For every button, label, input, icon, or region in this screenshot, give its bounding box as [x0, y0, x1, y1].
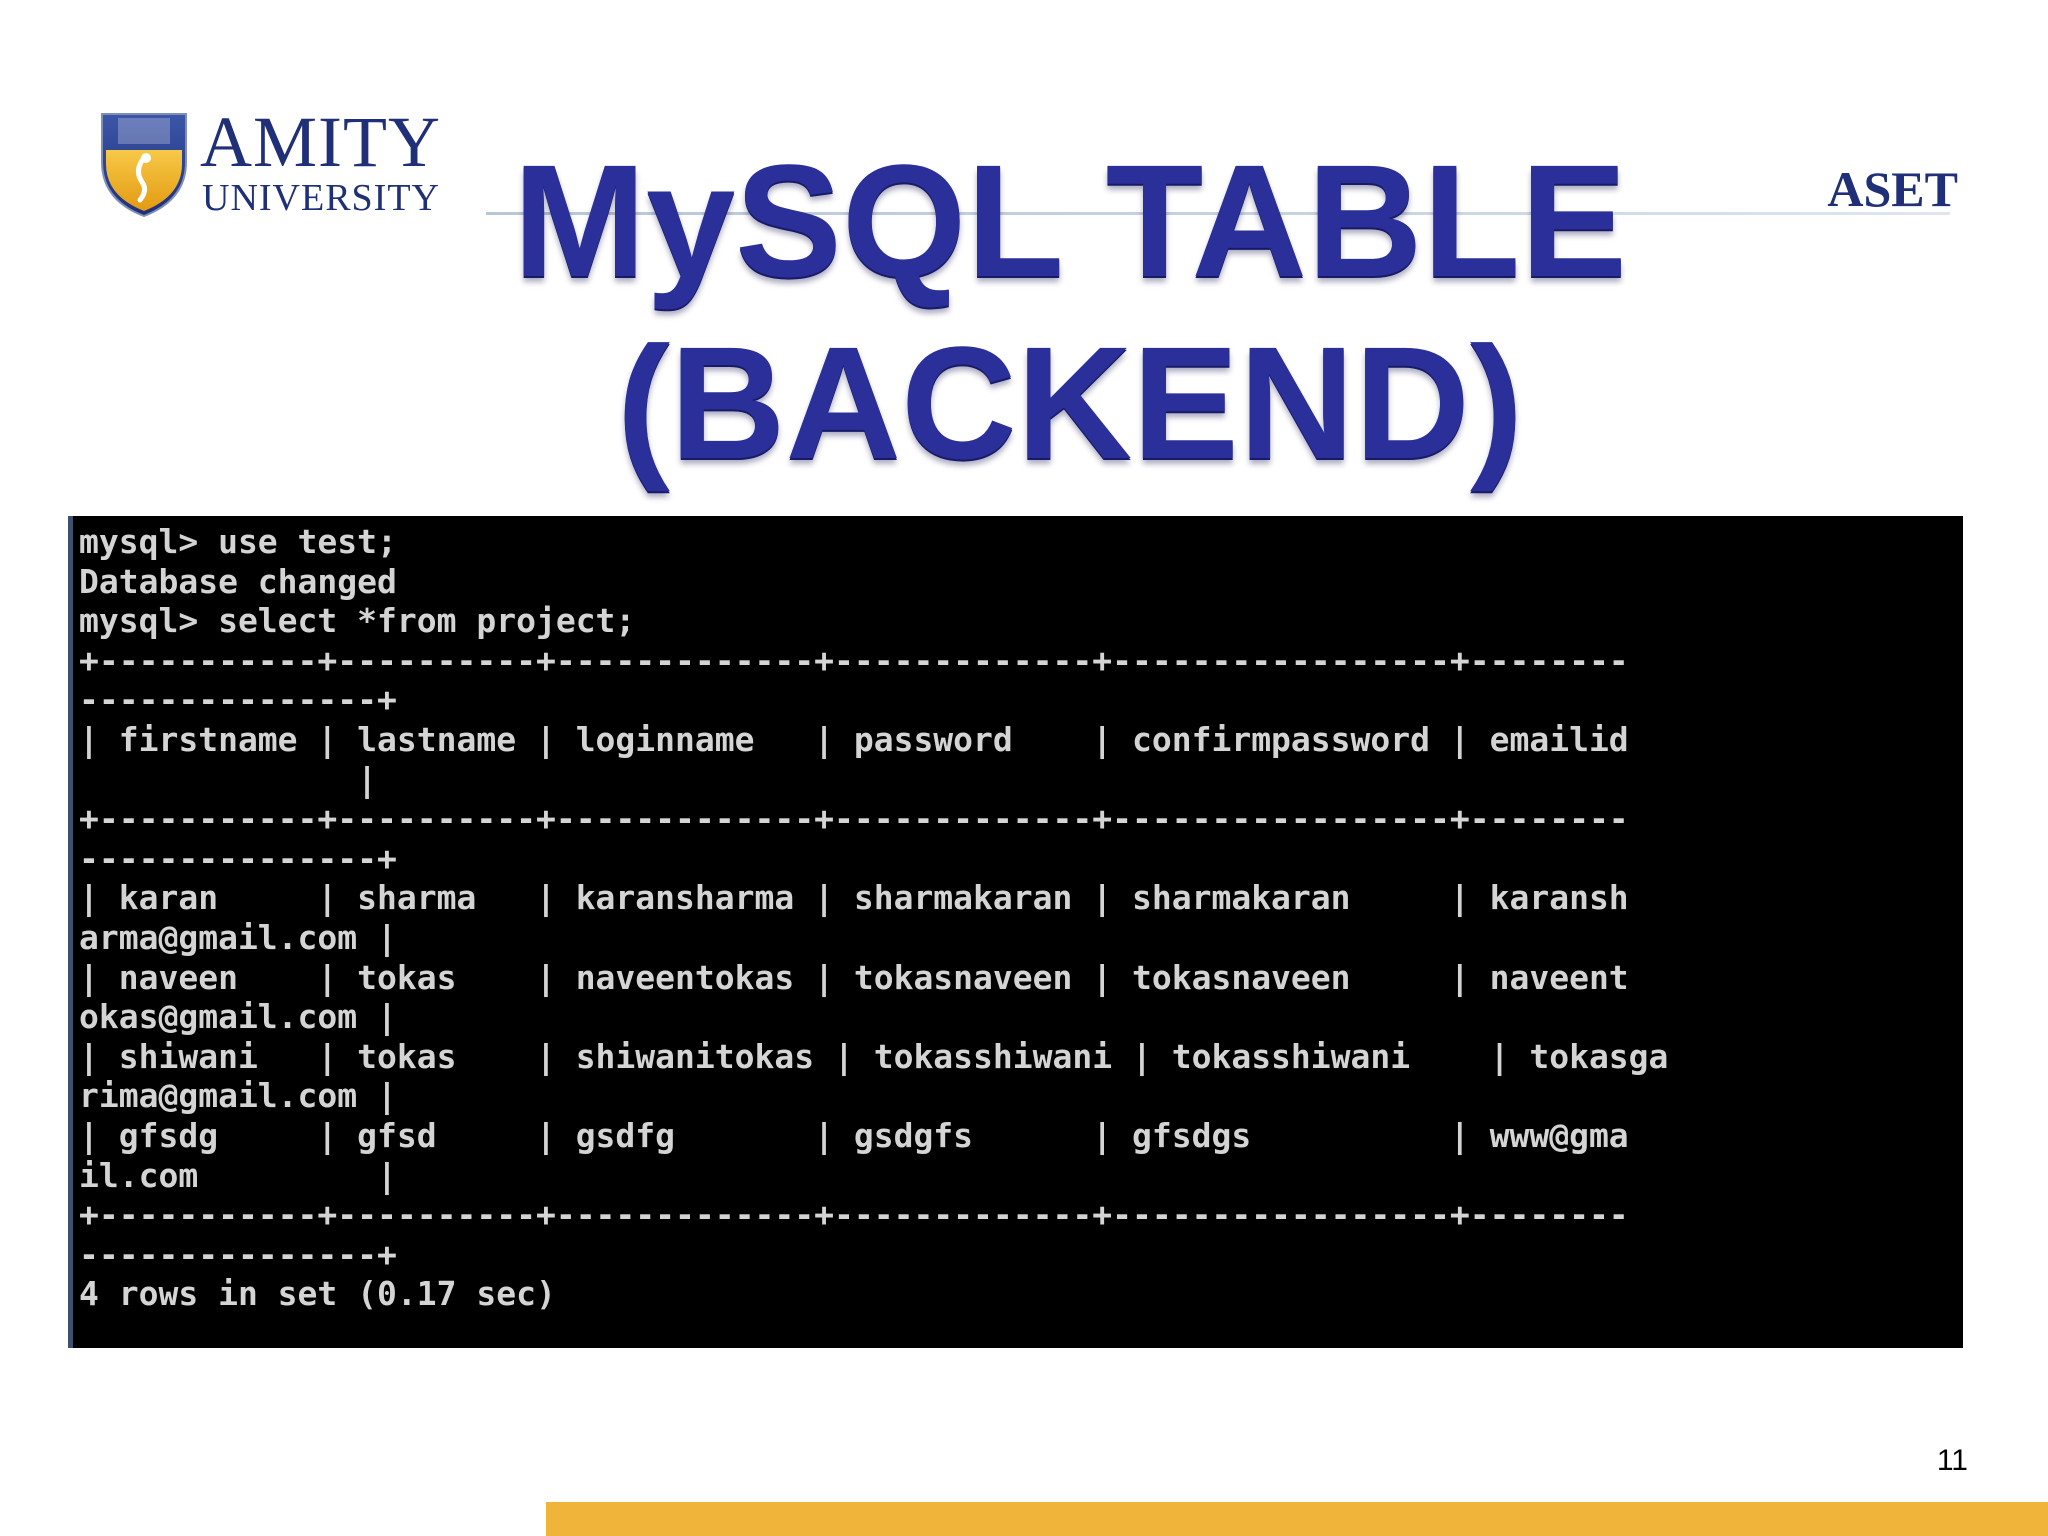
console-line: ---------------+ — [79, 1234, 397, 1274]
console-line: +-----------+----------+-------------+--… — [79, 640, 1629, 680]
console-line: | naveen | tokas | naveentokas | tokasna… — [79, 957, 1629, 997]
console-line: | gfsdg | gfsd | gsdfg | gsdgfs | gfsdgs… — [79, 1115, 1629, 1155]
console-line: ---------------+ — [79, 680, 397, 720]
logo-text-university: UNIVERSITY — [202, 177, 440, 219]
console-line: arma@gmail.com | — [79, 917, 397, 957]
console-line: +-----------+----------+-------------+--… — [79, 1195, 1629, 1235]
console-line: mysql> use test; — [79, 522, 397, 561]
console-line: | — [79, 759, 378, 799]
console-line: ---------------+ — [79, 838, 397, 878]
amity-university-logo: AMITY UNIVERSITY — [96, 104, 446, 224]
page-number: 11 — [1936, 1444, 1968, 1477]
header-rule — [486, 212, 1950, 215]
console-line: | shiwani | tokas | shiwanitokas | tokas… — [79, 1036, 1669, 1076]
console-line: | karan | sharma | karansharma | sharmak… — [79, 878, 1629, 918]
console-line: | firstname | lastname | loginname | pas… — [79, 719, 1629, 759]
console-line: mysql> select *from project; — [79, 601, 636, 641]
console-line: rima@gmail.com | — [79, 1076, 397, 1116]
title-line-1: MySQL TABLE — [512, 131, 1628, 310]
console-line: +-----------+----------+-------------+--… — [79, 799, 1629, 839]
logo-text-amity: AMITY — [200, 102, 441, 182]
slide-title: MySQL TABLE (BACKEND) — [440, 130, 1700, 494]
footer-accent-bar — [546, 1502, 2048, 1536]
console-line: il.com | — [79, 1155, 397, 1195]
aset-label: ASET — [1827, 161, 1958, 217]
console-line: Database changed — [79, 561, 397, 601]
shield-logo-icon — [101, 113, 187, 218]
console-line: 4 rows in set (0.17 sec) — [79, 1274, 556, 1314]
console-line: okas@gmail.com | — [79, 997, 397, 1037]
title-line-2: (BACKEND) — [616, 313, 1524, 492]
